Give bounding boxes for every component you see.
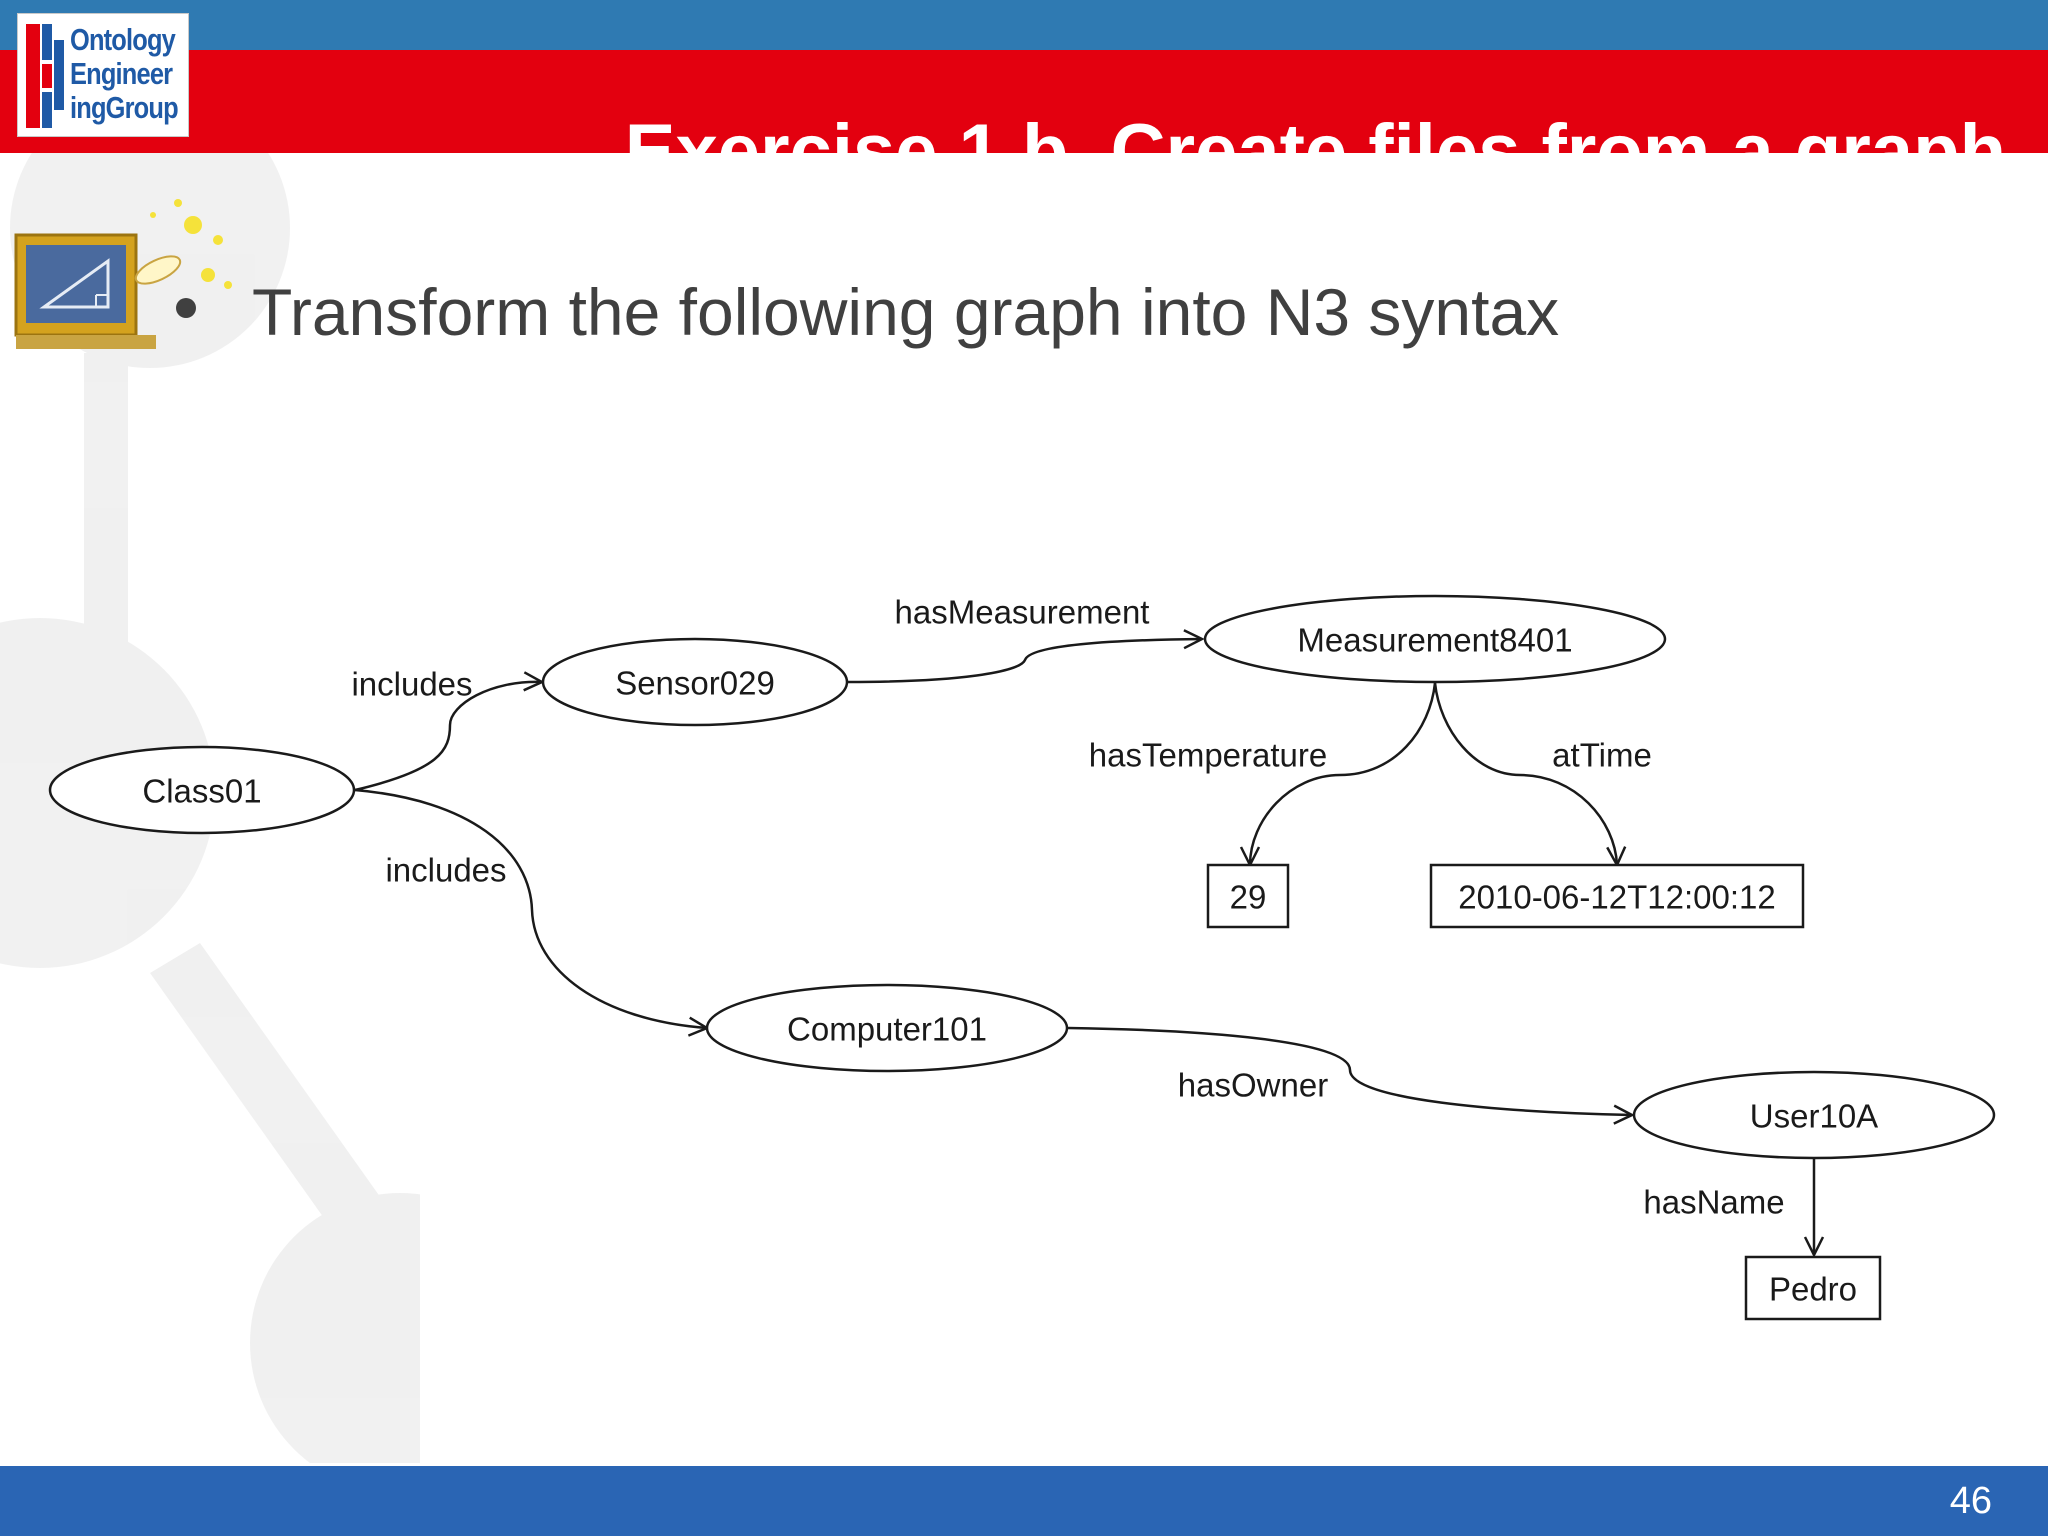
slide-title: Exercise 1.b. Create files from a graph bbox=[625, 102, 2006, 202]
edge-label-attime: atTime bbox=[1552, 737, 1652, 774]
logo-text-line-2: Engineer bbox=[70, 56, 172, 92]
node-label-datetime: 2010-06-12T12:00:12 bbox=[1458, 879, 1775, 916]
node-label-computer101: Computer101 bbox=[787, 1011, 987, 1048]
bullet-point bbox=[176, 298, 196, 318]
bullet-text: Transform the following graph into N3 sy… bbox=[252, 272, 1559, 352]
ontology-engineering-group-logo: Ontology Engineer ingGroup bbox=[17, 13, 189, 137]
logo-mark-icon bbox=[24, 20, 68, 132]
node-label-user10a: User10A bbox=[1750, 1098, 1878, 1135]
edge-label-hasname: hasName bbox=[1643, 1184, 1784, 1221]
node-label-measurement8401: Measurement8401 bbox=[1297, 622, 1572, 659]
node-label-class01: Class01 bbox=[142, 773, 261, 810]
top-band bbox=[0, 0, 2048, 50]
page-number: 46 bbox=[1950, 1480, 1992, 1523]
logo-text-line-1: Ontology bbox=[70, 22, 175, 58]
edge-measurement8401-attime-datetime bbox=[1435, 683, 1617, 865]
title-bar: Exercise 1.b. Create files from a graph bbox=[0, 50, 2048, 153]
edge-measurement8401-hastemperature-29 bbox=[1250, 683, 1435, 865]
edge-label-hasmeasurement: hasMeasurement bbox=[895, 594, 1150, 631]
node-label-29: 29 bbox=[1230, 879, 1267, 916]
logo-text-line-3: ingGroup bbox=[70, 90, 178, 126]
node-label-sensor029: Sensor029 bbox=[615, 665, 775, 702]
node-label-pedro: Pedro bbox=[1769, 1271, 1857, 1308]
blackboard-teacher-icon bbox=[8, 195, 243, 405]
edge-computer101-hasowner-user10a bbox=[1068, 1028, 1632, 1115]
rdf-graph-diagram: Class01 Sensor029 Measurement8401 29 201… bbox=[0, 560, 2048, 1340]
edge-label-hastemperature: hasTemperature bbox=[1089, 737, 1327, 774]
bottom-band: 46 bbox=[0, 1466, 2048, 1536]
edge-class01-includes-computer101 bbox=[355, 790, 707, 1028]
edge-label-includes-computer: includes bbox=[385, 852, 506, 889]
edge-label-hasowner: hasOwner bbox=[1178, 1067, 1328, 1104]
edge-sensor029-hasmeasurement-measurement8401 bbox=[848, 639, 1202, 682]
edge-label-includes-sensor: includes bbox=[351, 666, 472, 703]
